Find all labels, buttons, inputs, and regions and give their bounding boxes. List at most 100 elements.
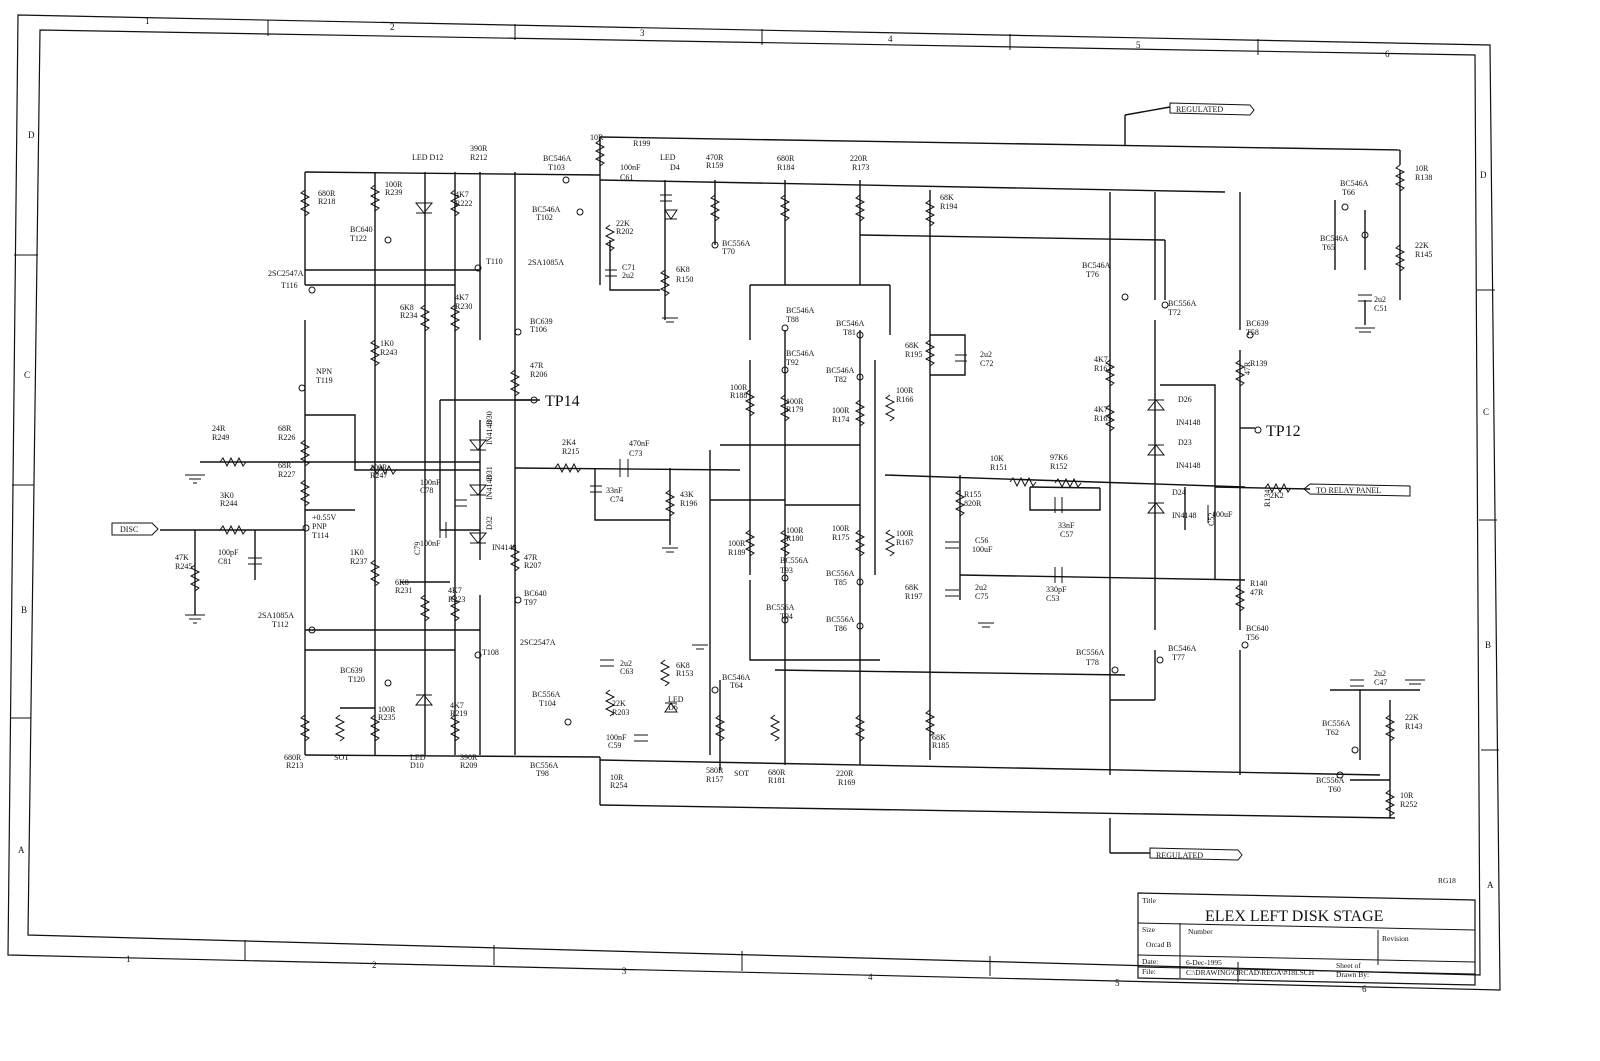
- component-label: R150: [676, 275, 693, 284]
- zone-col-5-bottom: 5: [1115, 978, 1120, 988]
- component-label: 100uF: [972, 545, 993, 554]
- component-label: 4K7: [450, 701, 464, 710]
- component-label: T64: [730, 681, 743, 690]
- component-label: 100pF: [218, 548, 239, 557]
- component-label: T97: [524, 598, 537, 607]
- component-label: T110: [486, 257, 503, 266]
- net-relay-panel: TO RELAY PANEL: [1316, 486, 1381, 495]
- component-label: BC556A: [722, 239, 751, 248]
- zone-col-4-top: 4: [888, 34, 893, 44]
- component-label: R243: [380, 348, 397, 357]
- component-label: R194: [940, 202, 957, 211]
- component-label: 100R: [832, 524, 850, 533]
- component-label: R231: [395, 586, 412, 595]
- component-label: 100R: [730, 383, 748, 392]
- component-label: 43K: [680, 490, 694, 499]
- component-label: T112: [272, 620, 289, 629]
- component-label: T92: [786, 358, 799, 367]
- component-label: BC546A: [532, 205, 561, 214]
- zone-col-1-bottom: 1: [126, 954, 131, 964]
- component-label: R244: [220, 499, 237, 508]
- title-label: Title: [1142, 896, 1157, 905]
- component-label: R199: [633, 139, 650, 148]
- component-label: BC546A: [836, 319, 865, 328]
- component-label: BC556A: [532, 690, 561, 699]
- component-label: 22K: [612, 699, 626, 708]
- component-label: R197: [905, 592, 922, 601]
- component-label: T76: [1086, 270, 1099, 279]
- component-label: C78: [420, 486, 433, 495]
- component-label: T78: [1086, 658, 1099, 667]
- component-label: R209: [460, 761, 477, 770]
- component-label: BC546A: [1168, 644, 1197, 653]
- component-label: BC556A: [1168, 299, 1197, 308]
- component-label: BC546A: [1340, 179, 1369, 188]
- component-label: 100nF: [420, 478, 441, 487]
- component-label: T103: [548, 163, 565, 172]
- drawing-title: ELEX LEFT DISK STAGE: [1205, 908, 1383, 925]
- component-label: C56: [975, 536, 988, 545]
- component-label: C51: [1374, 304, 1387, 313]
- component-label: BC556A: [780, 556, 809, 565]
- component-label: LED: [410, 753, 426, 762]
- component-label: R181: [768, 776, 785, 785]
- test-point-tp14: TP14: [545, 393, 580, 410]
- component-label: T93: [780, 566, 793, 575]
- component-label: T106: [530, 325, 547, 334]
- component-label: R234: [400, 311, 417, 320]
- zone-col-2-bottom: 2: [372, 960, 377, 970]
- component-label: 100R: [378, 705, 396, 714]
- net-regulated-top: REGULATED: [1176, 105, 1223, 114]
- component-label: 100R: [896, 529, 914, 538]
- component-label: R230: [455, 302, 472, 311]
- component-label: R139: [1250, 359, 1267, 368]
- component-label: R219: [450, 709, 467, 718]
- component-label: IN4148: [1176, 461, 1200, 470]
- zone-labels: 1 2 3 4 5 6 1 2 3 4 5 6 D C B A D C B A: [18, 16, 1494, 994]
- component-label: 68R: [278, 461, 292, 470]
- net-flags: REGULATED REGULATED DISC TO RELAY PANEL …: [111, 102, 1411, 861]
- component-label: T120: [348, 675, 365, 684]
- component-label: 10R: [590, 133, 604, 142]
- component-label: 47R: [524, 553, 538, 562]
- component-label: T82: [834, 375, 847, 384]
- component-label: 4K7: [455, 190, 469, 199]
- component-label: T94: [780, 612, 793, 621]
- component-label: 680R: [777, 154, 795, 163]
- component-label: BC556A: [1076, 648, 1105, 657]
- component-label: 47R: [1250, 588, 1264, 597]
- component-label: T98: [536, 769, 549, 778]
- component-label: R162: [1094, 364, 1111, 373]
- component-label: R143: [1405, 722, 1422, 731]
- component-label: 2u2: [620, 659, 632, 668]
- component-label: D26: [1178, 395, 1192, 404]
- component-label: C81: [218, 557, 231, 566]
- component-label: PNP: [312, 522, 327, 531]
- component-label: 68K: [905, 341, 919, 350]
- component-label: C73: [629, 449, 642, 458]
- sheet-label: Sheet of: [1336, 961, 1361, 970]
- component-label: R252: [1400, 800, 1417, 809]
- component-label: 100nF: [420, 539, 441, 548]
- component-label: BC556A: [826, 569, 855, 578]
- component-label: R184: [777, 163, 794, 172]
- component-label: R218: [318, 197, 335, 206]
- component-label: 6K8: [395, 578, 409, 587]
- component-label: R203: [612, 708, 629, 717]
- component-label: BC639: [1246, 319, 1269, 328]
- date-value: 6-Dec-1995: [1186, 958, 1222, 967]
- component-label: R196: [680, 499, 697, 508]
- component-label: R212: [470, 153, 487, 162]
- component-label: 2K4: [562, 438, 576, 447]
- zone-row-d-left: D: [28, 130, 35, 140]
- component-label: IN4148: [1176, 418, 1200, 427]
- component-label: R155: [964, 490, 981, 499]
- component-label: R206: [530, 370, 547, 379]
- component-label: BC556A: [1322, 719, 1351, 728]
- component-label: R239: [385, 188, 402, 197]
- component-label: 470nF: [629, 439, 650, 448]
- component-label: IN4148: [485, 421, 494, 445]
- component-label: T81: [843, 328, 856, 337]
- component-label: C74: [610, 495, 623, 504]
